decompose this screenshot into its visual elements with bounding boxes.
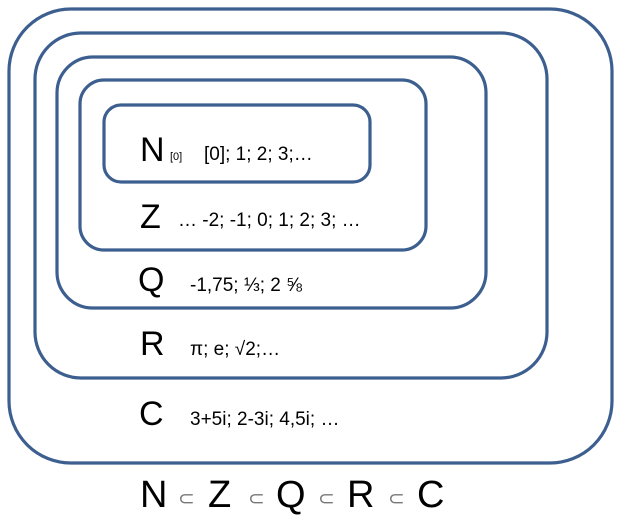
set-Q-examples: -1,75; ⅓; 2 ⅝ (190, 275, 302, 296)
set-N-subscript: [0] (170, 151, 182, 163)
subset-chain: N ⊂ Z ⊂ Q ⊂ R ⊂ C (140, 474, 444, 516)
chain-item: N (140, 474, 167, 516)
subset-operator: ⊂ (388, 488, 405, 510)
set-N-examples: [0]; 1; 2; 3;… (204, 144, 313, 165)
set-C-box (7, 7, 614, 465)
set-Z-symbol: Z (140, 198, 161, 236)
chain-item: C (417, 474, 444, 516)
set-Z-examples: … -2; -1; 0; 1; 2; 3; … (178, 210, 361, 231)
set-Q-symbol: Q (138, 261, 164, 299)
set-N-symbol: N (140, 131, 165, 169)
subset-operator: ⊂ (318, 488, 335, 510)
chain-item: R (347, 474, 374, 516)
set-C-symbol: C (139, 395, 164, 433)
set-Z-box (78, 78, 428, 252)
set-C-examples: 3+5i; 2-3i; 4,5i; … (190, 409, 339, 430)
set-R-examples: π; e; √2;… (190, 339, 280, 360)
chain-item: Z (208, 474, 231, 516)
set-N-box (102, 103, 372, 184)
set-R-box (33, 31, 549, 380)
subset-operator: ⊂ (178, 488, 195, 510)
subset-operator: ⊂ (248, 488, 265, 510)
chain-item: Q (276, 474, 306, 516)
set-R-symbol: R (140, 325, 165, 363)
set-Q-box (55, 55, 488, 310)
